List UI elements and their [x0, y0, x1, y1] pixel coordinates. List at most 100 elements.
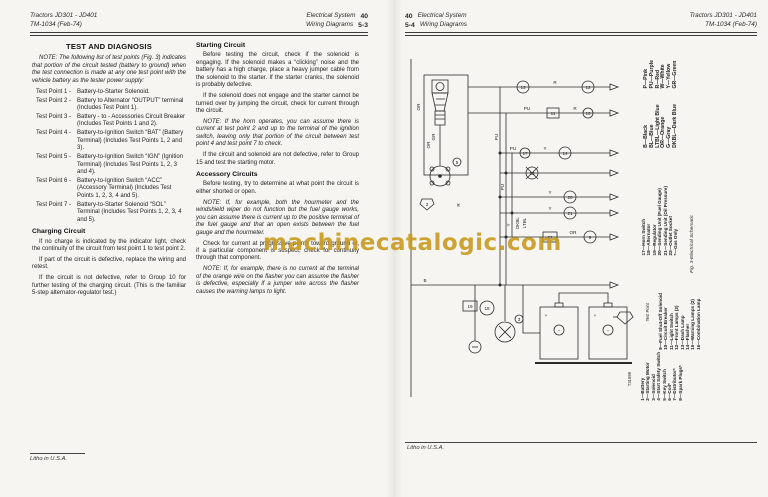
component-number: 11 [551, 111, 556, 116]
right-header-title-block: Tractors JD301 - JD401 TM-1034 (Feb-74) [690, 12, 757, 30]
test-point-item: Test Point 7 - Battery-to-Starter Soleno… [36, 201, 182, 223]
section-heading: TEST AND DIAGNOSIS [65, 42, 152, 51]
wire-label: PU [494, 134, 499, 140]
left-column-2: Starting Circuit Before testing the circ… [196, 42, 359, 300]
test-point-item: Test Point 2 - Battery to Alternator “OU… [36, 97, 184, 112]
right-header-rule [405, 32, 757, 36]
component-number: 3 [518, 317, 521, 322]
battery-terminal: − [558, 328, 561, 333]
component-number: 20 [567, 195, 573, 200]
wire-label: OR [426, 141, 431, 149]
schematic-wires [410, 59, 634, 397]
battery-terminal: + [594, 313, 597, 318]
component-number: 22 [547, 235, 553, 240]
electrical-schematic: 13 12 11 16 17 14 15 20 21 22 9 5 2 3 18… [410, 59, 634, 397]
right-footer-rule [405, 442, 757, 443]
doc-title: Tractors JD301 - JD401 [689, 12, 757, 19]
component-number: 19 [467, 304, 473, 309]
figure-caption: Fig. 3-Electrical Schematic [690, 215, 695, 273]
starting-circuit-heading: Starting Circuit [196, 42, 246, 49]
battery-terminal: − [607, 328, 610, 333]
starting-paragraph: If the solenoid does not engage and the … [196, 93, 359, 114]
component-number: 21 [567, 211, 573, 216]
accessory-paragraph: Before testing, try to determine at what… [196, 181, 359, 195]
wire-label: Y [543, 146, 546, 151]
left-page-header: Tractors JD301 - JD401 TM-1034 (Feb-74) … [30, 12, 368, 30]
component-number: 16 [585, 111, 591, 116]
section-number: 40 [405, 13, 413, 20]
subsection-label: Wiring Diagrams [419, 21, 467, 29]
starting-paragraph: Before testing the circuit, check if the… [196, 52, 359, 89]
accessory-paragraph: Check for current at progressive points … [196, 240, 359, 262]
component-number: 15 [529, 171, 535, 176]
right-header-section-block: 40 Electrical System 5-4 Wiring Diagrams [405, 12, 467, 30]
test-point-item: Test Point 4 - Battery-to-Ignition Switc… [36, 130, 184, 152]
test-point-item: Test Point 5 - Battery-to-Ignition Switc… [36, 154, 184, 176]
component-number: 13 [520, 85, 526, 90]
wire-label: PU [500, 184, 505, 190]
accessory-note: NOTE: If, for example, both the hourmete… [196, 199, 359, 236]
legend-item: 4—Start Safety Switch [656, 352, 662, 401]
wire-label: PU [524, 106, 530, 111]
legend-item: DKBL—Dark Blue [672, 104, 679, 148]
legend-item: 16—Combination Lamp [695, 298, 701, 350]
left-footer-rule [30, 453, 85, 454]
accessory-note: NOTE: If, for example, there is no curre… [196, 266, 359, 295]
wire-label: Y [548, 206, 551, 211]
right-page-header: 40 Electrical System 5-4 Wiring Diagrams… [405, 12, 757, 30]
section-number: 40 [360, 13, 368, 20]
wire-label: DKBL [515, 217, 520, 229]
wire-label: R [456, 203, 461, 207]
intro-note: NOTE: The following list of test points … [32, 55, 186, 84]
doc-number: TM-1034 (Feb-74) [705, 20, 757, 28]
doc-title: Tractors JD301 - JD401 [30, 12, 98, 19]
component-number: 5 [456, 160, 459, 165]
page-gutter-shadow [386, 0, 402, 497]
starting-note: NOTE: If the horn operates, you can assu… [196, 118, 359, 148]
test-point-item: Test Point 1 - Battery-to-Starter Soleno… [36, 88, 150, 95]
wire-label: LTBL [522, 217, 527, 228]
component-number: 17 [522, 151, 528, 156]
schematic-labels: 13 12 11 16 17 14 15 20 21 22 9 5 2 3 18… [416, 80, 610, 333]
component-number: 9 [589, 235, 592, 240]
battery-terminal: + [545, 313, 548, 318]
charging-paragraph: If part of the circuit is defective, rep… [32, 256, 186, 271]
subsection-number: 5-4 [405, 22, 415, 30]
legend-item: 8—Spark Plugs* [677, 365, 683, 401]
wire-label: R [553, 80, 557, 85]
wire-label: PU [510, 146, 516, 151]
legend-item: 20—Sending Unit (Fuel Gauge) [657, 188, 663, 256]
wire-label: GR [431, 133, 436, 141]
wire-label: B [423, 278, 426, 283]
drawing-number: T31599 [627, 372, 632, 387]
charging-paragraph: If the circuit is not defective, refer t… [32, 275, 186, 297]
legend-item: GR—Green [672, 60, 679, 89]
wire-label: OR [570, 230, 578, 235]
right-footer-litho: Litho in U.S.A. [407, 445, 445, 451]
test-point-item: Test Point 6 - Battery-to-Ignition Switc… [36, 177, 172, 199]
accessory-circuits-heading: Accessory Circuits [196, 171, 258, 179]
left-header-title-block: Tractors JD301 - JD401 TM-1034 (Feb-74) [30, 12, 97, 30]
wire-label: Y [506, 223, 511, 226]
subsection-label: Wiring Diagrams [306, 21, 354, 29]
left-column-1: TEST AND DIAGNOSIS NOTE: The following l… [32, 42, 186, 301]
left-header-section-block: Electrical System 40 Wiring Diagrams 5-3 [306, 12, 368, 30]
component-number: 12 [585, 85, 591, 90]
charging-circuit-heading: Charging Circuit [32, 228, 86, 236]
subsection-number: 5-3 [358, 22, 368, 30]
charging-paragraph: If no charge is indicated by the indicat… [32, 238, 186, 252]
doc-number: TM-1034 (Feb-74) [30, 20, 82, 28]
wire-label: R [573, 106, 577, 111]
watermark: machinecatalogic.com [263, 230, 562, 256]
component-number: 2 [426, 202, 429, 207]
wire-label: OR [416, 103, 421, 111]
left-footer-litho: Litho in U.S.A. [30, 456, 68, 462]
legend-item: *—Gas Only [673, 228, 679, 256]
left-header-rule [30, 32, 368, 36]
test-point-item: Test Point 3 - Battery - to - Accessorie… [36, 113, 186, 128]
